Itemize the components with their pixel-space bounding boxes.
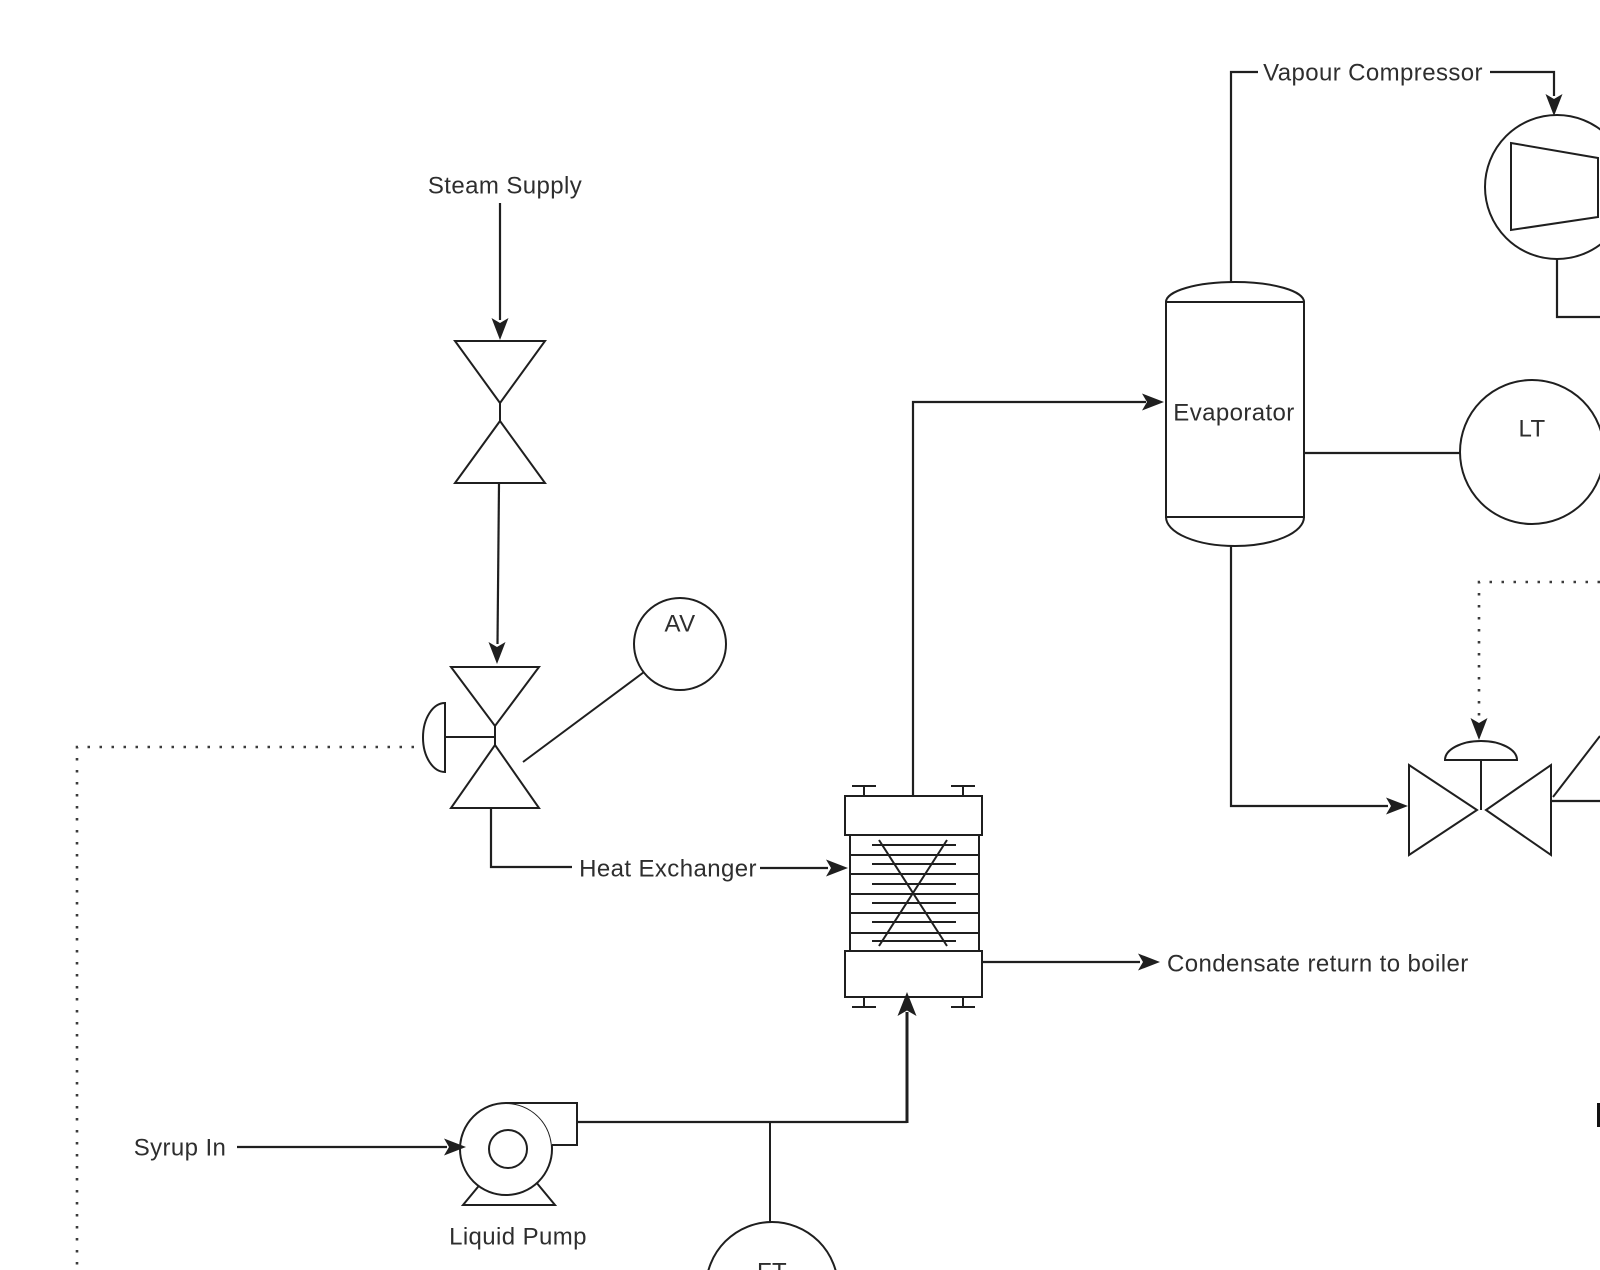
pump-discharge-nozzle bbox=[506, 1102, 578, 1146]
steam-to-hx-line bbox=[489, 808, 572, 869]
valve-left-triangle bbox=[1408, 763, 1479, 857]
pump-volute-fill bbox=[506, 1103, 577, 1145]
av-tag: AV bbox=[664, 611, 695, 638]
vapour-pipe bbox=[1490, 70, 1556, 96]
pump-to-hx-line bbox=[577, 992, 917, 1223]
steam-supply-label: Steam Supply bbox=[428, 173, 582, 200]
signal-dotted-line bbox=[1477, 580, 1600, 722]
liquid-pipe bbox=[1229, 546, 1388, 808]
hx-cross-flow-lines bbox=[878, 839, 948, 947]
vapour-compressor bbox=[1484, 114, 1600, 319]
syrup-in-label: Syrup In bbox=[134, 1135, 227, 1162]
compressor-discharge-pipe bbox=[1555, 259, 1600, 319]
steam-supply-line bbox=[491, 203, 509, 340]
flow-arrow-icon bbox=[1138, 953, 1160, 971]
evaporator-bottoms-line bbox=[1229, 546, 1408, 815]
compressor-trapezoid-icon bbox=[1510, 141, 1599, 232]
condensate-return-label: Condensate return to boiler bbox=[1167, 951, 1469, 978]
flow-arrow-icon bbox=[1142, 393, 1164, 411]
steam-isolation-valve bbox=[453, 340, 547, 484]
diaphragm-actuator-icon bbox=[422, 701, 446, 774]
valve-to-valve-line bbox=[488, 482, 506, 664]
valve-upper-triangle bbox=[449, 666, 541, 728]
lt-instrument: LT bbox=[1304, 379, 1600, 525]
steam-pipe bbox=[489, 808, 572, 869]
flow-arrow-icon bbox=[826, 859, 848, 877]
hx-top-header bbox=[844, 795, 983, 836]
hx-plate-channels bbox=[872, 844, 956, 942]
instrument-circle bbox=[633, 597, 727, 691]
lt-tag: LT bbox=[1518, 416, 1545, 443]
evaporator-vessel: Evaporator bbox=[1164, 281, 1306, 547]
pump-impeller-icon bbox=[488, 1129, 528, 1169]
vapour-pipe bbox=[1229, 70, 1258, 283]
hx-bottom-header bbox=[844, 950, 983, 998]
ft-instrument: FT bbox=[707, 1221, 837, 1270]
clipped-label-fragment bbox=[1597, 1103, 1600, 1127]
steam-valve-signal-line bbox=[75, 745, 414, 1270]
syrup-in-line bbox=[237, 1138, 466, 1156]
condensate-line bbox=[982, 953, 1160, 971]
flow-arrow-icon bbox=[1386, 797, 1408, 815]
lt-signal-line bbox=[1470, 580, 1600, 740]
vapour-compressor-label: Vapour Compressor bbox=[1263, 60, 1483, 87]
signal-arrow-icon bbox=[1470, 718, 1488, 740]
heat-exchanger-label: Heat Exchanger bbox=[579, 856, 757, 883]
instrument-circle bbox=[1459, 379, 1600, 525]
hx-label-arrow-line bbox=[760, 859, 848, 877]
flow-arrow-icon bbox=[1545, 94, 1563, 116]
signal-dotted-line bbox=[75, 745, 414, 1270]
vapour-pipe bbox=[911, 400, 1146, 796]
instrument-leader-line bbox=[522, 671, 645, 763]
compressor-circle bbox=[1484, 114, 1600, 260]
flow-arrow-icon bbox=[897, 992, 917, 1016]
vessel-body bbox=[1165, 301, 1305, 518]
heat-exchanger bbox=[844, 785, 983, 1008]
ft-tag: FT bbox=[757, 1259, 787, 1270]
hx-to-evaporator-line bbox=[911, 393, 1164, 796]
diaphragm-actuator-icon bbox=[1443, 740, 1519, 761]
vessel-bottom-cap bbox=[1164, 516, 1306, 547]
flow-arrow-icon bbox=[488, 642, 506, 664]
av-instrument: AV bbox=[522, 597, 727, 763]
valve-lower-triangle bbox=[449, 743, 541, 809]
flow-arrow-icon bbox=[444, 1138, 466, 1156]
flow-arrow-icon bbox=[491, 318, 509, 340]
liquid-pump bbox=[459, 1102, 578, 1206]
liquid-pump-label: Liquid Pump bbox=[449, 1224, 587, 1251]
valve-right-triangle bbox=[1484, 763, 1552, 857]
valve-upper-triangle bbox=[453, 340, 547, 405]
evaporator-label: Evaporator bbox=[1173, 400, 1294, 427]
valve-lower-triangle bbox=[453, 419, 547, 484]
level-control-valve bbox=[1408, 735, 1600, 857]
pump-casing bbox=[459, 1102, 553, 1196]
steam-pipe bbox=[496, 482, 501, 645]
steam-control-valve bbox=[422, 666, 541, 809]
vessel-top-cap bbox=[1164, 281, 1306, 303]
instrument-leader-line bbox=[1552, 735, 1600, 798]
evaporator-to-compressor-line bbox=[1229, 70, 1563, 283]
instrument-circle bbox=[707, 1221, 837, 1270]
